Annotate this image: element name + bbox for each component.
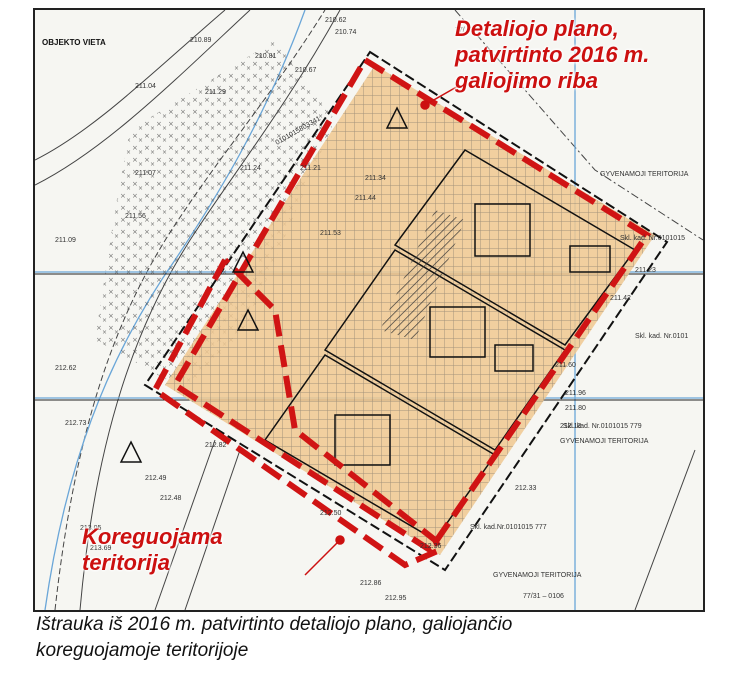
plan-map: × × bbox=[33, 8, 705, 612]
elevation-label: 211.53 bbox=[320, 230, 341, 237]
elevation-label: 211.96 bbox=[565, 390, 586, 397]
elevation-label: 212.73 bbox=[65, 420, 87, 427]
elevation-label: 212.49 bbox=[145, 475, 167, 482]
corrected-territory-boundary bbox=[151, 257, 445, 569]
parcel-77-label: 77/ bbox=[455, 27, 465, 34]
zone-label-3: GYVENAMOJI TERITORIJA bbox=[493, 572, 582, 579]
elevation-label: 212.33 bbox=[515, 485, 537, 492]
elevation-label: 212.13 bbox=[560, 423, 582, 430]
elevation-label: 213.69 bbox=[90, 545, 112, 552]
figure-caption: Ištrauka iš 2016 m. patvirtinto detalioj… bbox=[36, 612, 726, 664]
elevation-label: 211.34 bbox=[365, 175, 386, 182]
elevation-label: 212.50 bbox=[320, 510, 342, 517]
elevation-labels: 210.62 210.74 210.89 210.81 210.67 211.04 211.… bbox=[55, 17, 656, 602]
elevation-label: 211.07 bbox=[135, 170, 156, 177]
detail-plan-callout-line3: galiojimo riba bbox=[455, 68, 599, 93]
elevation-label: 211.09 bbox=[55, 237, 76, 244]
elevation-label: 210.74 bbox=[335, 29, 357, 36]
elevation-label: 211.56 bbox=[125, 213, 146, 220]
detail-plan-callout-line2: patvirtinto 2016 m. bbox=[455, 42, 650, 67]
cadastre-label-2: Skl. kad. Nr.0101 bbox=[635, 333, 688, 340]
elevation-label: 210.81 bbox=[255, 53, 277, 60]
green-area bbox=[95, 40, 335, 390]
elevation-label: 211.29 bbox=[205, 89, 226, 96]
corrected-territory-callout: Koreguojama teritorija bbox=[82, 524, 223, 576]
elevation-label: 212.82 bbox=[205, 442, 227, 449]
figure-caption-line2: koreguojamoje teritorijoje bbox=[36, 640, 249, 661]
figure-caption-line1: Ištrauka iš 2016 m. patvirtinto detalioj… bbox=[36, 614, 513, 635]
cadastre-label-1: Skl. kad. Nr.0101015 bbox=[620, 235, 685, 242]
elevation-label: 210.89 bbox=[190, 37, 212, 44]
zone-label-1: GYVENAMOJI TERITORIJA bbox=[600, 171, 689, 178]
elevation-label: 212.36 bbox=[420, 543, 442, 550]
elevation-label: 211.24 bbox=[240, 165, 261, 172]
corrected-territory-callout-line2: teritorija bbox=[82, 550, 171, 575]
parcel-77-31-label: 77/31 – 0106 bbox=[523, 593, 564, 600]
callout-leaders bbox=[304, 84, 461, 576]
detail-plan-boundary bbox=[170, 55, 652, 555]
elevation-label: 210.62 bbox=[325, 17, 347, 24]
elevation-label: 211.80 bbox=[565, 405, 586, 412]
detail-plan-callout-line1: Detaliojo plano, bbox=[455, 16, 619, 41]
triangle-symbols bbox=[119, 106, 409, 463]
corrected-territory-callout-line1: Koreguojama bbox=[82, 524, 223, 549]
cadastre-label-4: Skl. kad.Nr.0101015 777 bbox=[470, 524, 547, 531]
elevation-label: 212.62 bbox=[55, 365, 77, 372]
elevation-label: 212.95 bbox=[385, 595, 407, 602]
zone-label-2: GYVENAMOJI TERITORIJA bbox=[560, 438, 649, 445]
elevation-label: 211.04 bbox=[135, 83, 156, 90]
object-location-label: OBJEKTO VIETA bbox=[42, 38, 106, 47]
elevation-label: 211.23 bbox=[635, 267, 656, 274]
detail-plan-callout: Detaliojo plano, patvirtinto 2016 m. gal… bbox=[455, 16, 649, 94]
elevation-label: 212.48 bbox=[160, 495, 182, 502]
elevation-label: 211.42 bbox=[610, 295, 631, 302]
elevation-label: 212.86 bbox=[360, 580, 382, 587]
elevation-label: 211.44 bbox=[355, 195, 376, 202]
hatched-strip bbox=[380, 210, 465, 340]
plan-map-drawing: × × bbox=[35, 10, 703, 610]
elevation-label: 211.21 bbox=[300, 165, 321, 172]
cadastre-label-3: Skl. kad. Nr.0101015 779 bbox=[563, 423, 642, 430]
elevation-label: 211.60 bbox=[555, 362, 576, 369]
elevation-label: 210.67 bbox=[295, 67, 317, 74]
elevation-label: 213.05 bbox=[80, 525, 102, 532]
